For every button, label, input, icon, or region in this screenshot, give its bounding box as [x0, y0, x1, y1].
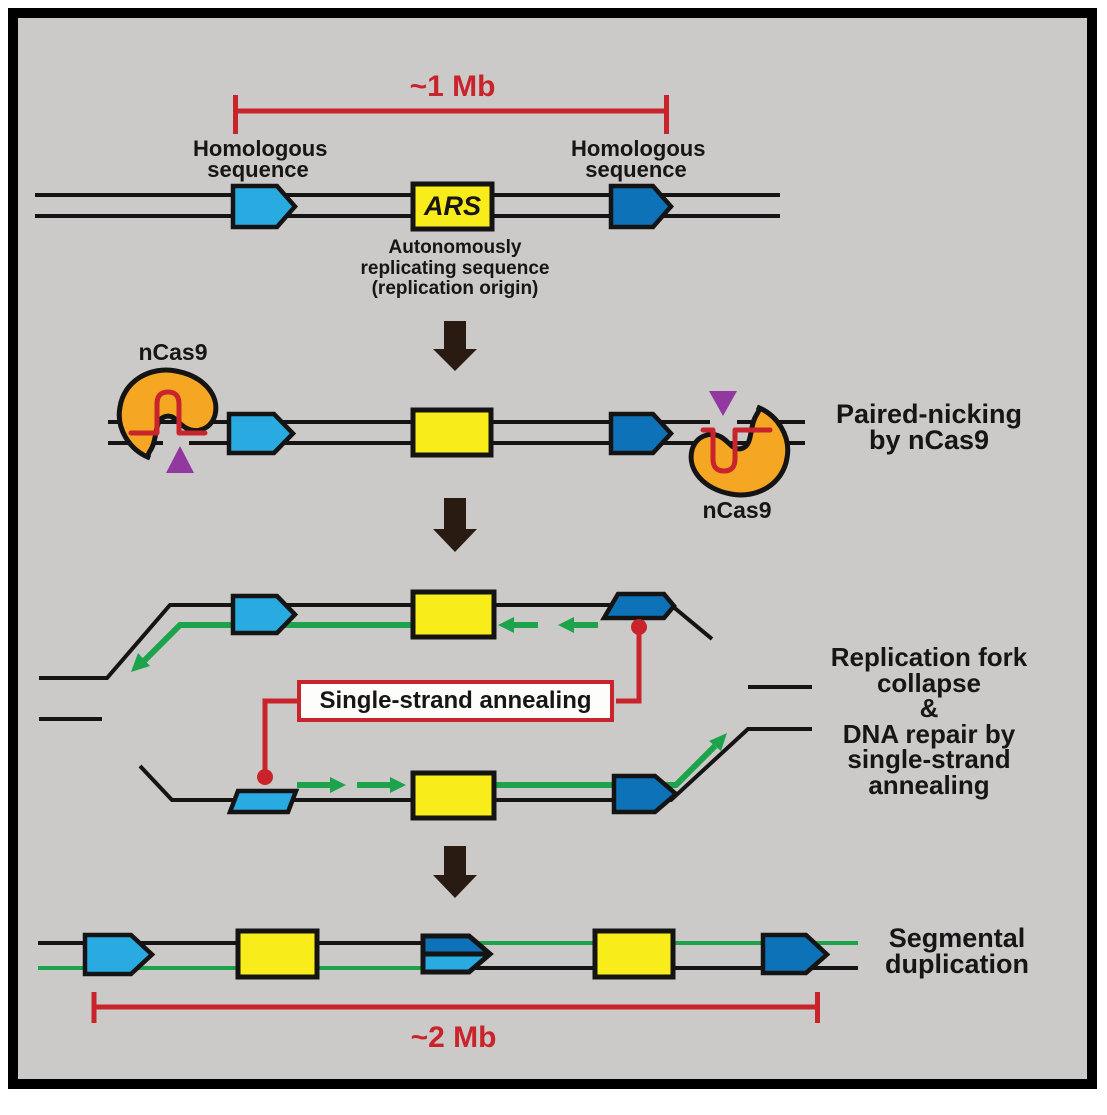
figure-frame [8, 8, 1097, 1089]
label-line: sequence [585, 157, 687, 182]
ncas9-left-label: nCas9 [138, 339, 208, 365]
nick-connector-upper [616, 627, 642, 704]
scale-2mb-label: ~2 Mb [410, 1021, 497, 1054]
scalebar-2mb [91, 992, 820, 1023]
step-paired-nicking-label: Paired-nicking by nCas9 [819, 399, 1039, 455]
label-line: sequence [207, 157, 309, 182]
guide-rna-left [128, 389, 208, 436]
fork-upper-strand [39, 603, 714, 680]
ars-box [410, 181, 495, 232]
label-line: & [919, 693, 939, 723]
homology-arrow-dark [611, 773, 680, 815]
ncas9-right-label: nCas9 [702, 497, 772, 523]
homology-left-label: Homologous sequence [193, 136, 328, 182]
label-line: by nCas9 [868, 425, 990, 455]
ncas9-protein-left [116, 367, 219, 461]
ars-box [410, 407, 494, 458]
ars-text: ARS [423, 191, 481, 221]
homology-arrow-dark [608, 183, 674, 230]
label-line: Replication fork [830, 642, 1028, 672]
flow-down-arrow-3 [433, 846, 477, 898]
homology-arrow-dark [608, 411, 675, 456]
label-line: replicating sequence [360, 257, 550, 279]
label-line: Homologous [193, 136, 328, 161]
nick-point-upper [631, 619, 647, 635]
flow-down-arrow-1 [433, 321, 477, 371]
ars-box [592, 928, 676, 980]
homology-arrow-light [226, 411, 297, 456]
homology-arrow-light [230, 593, 299, 636]
nascent-strand-lower [494, 743, 718, 788]
nick-triangle-left [166, 446, 194, 473]
label-line: Autonomously [388, 237, 522, 258]
homology-right-label: Homologous sequence [571, 136, 706, 182]
nick-gap-right [710, 416, 737, 428]
single-strand-annealing-box: Single-strand annealing [297, 680, 614, 722]
scale-1mb-label: ~1 Mb [409, 70, 496, 103]
guide-rna-right [700, 427, 773, 474]
synthesis-arrowhead [330, 777, 346, 793]
label-line: annealing [868, 769, 990, 800]
ars-caption: Autonomously replicating sequence (repli… [345, 237, 565, 300]
nascent-strand-upper [141, 622, 494, 664]
nick-connector-lower [262, 698, 298, 777]
label-line: duplication [885, 949, 1029, 979]
step-duplication-label: Segmental duplication [867, 923, 1047, 979]
label-line: DNA repair by [842, 718, 1016, 749]
scalebar-1mb [233, 95, 669, 134]
label-line: (replication origin) [371, 278, 539, 299]
nick-triangle-right [709, 391, 737, 416]
label-line: single-strand [847, 744, 1011, 774]
homology-remnant-dark [600, 591, 677, 621]
synthesis-arrowhead [498, 617, 514, 633]
label-line: Paired-nicking [835, 399, 1023, 429]
flow-down-arrow-2 [433, 498, 477, 552]
homology-remnant-light [226, 788, 300, 815]
homology-arrow-light [82, 932, 156, 977]
ars-box [410, 589, 497, 640]
synthesis-arrowhead [558, 617, 574, 633]
nick-point-lower [257, 769, 273, 785]
hybrid-homology-element [420, 933, 494, 975]
ars-box [410, 770, 497, 821]
ars-box [235, 928, 320, 980]
label-line: Segmental [888, 923, 1026, 953]
nick-gap-left [163, 437, 189, 449]
label-line: collapse [876, 667, 982, 698]
homology-arrow-light [230, 183, 298, 230]
nascent-arrowhead-upper [131, 653, 150, 672]
label-line: Homologous [571, 136, 706, 161]
homology-arrow-dark [760, 932, 831, 976]
step-repair-label: Replication fork collapse & DNA repair b… [823, 642, 1035, 800]
nascent-arrowhead-lower [709, 733, 727, 751]
synthesis-arrowhead [390, 777, 406, 793]
single-strand-annealing-text: Single-strand annealing [319, 687, 592, 714]
